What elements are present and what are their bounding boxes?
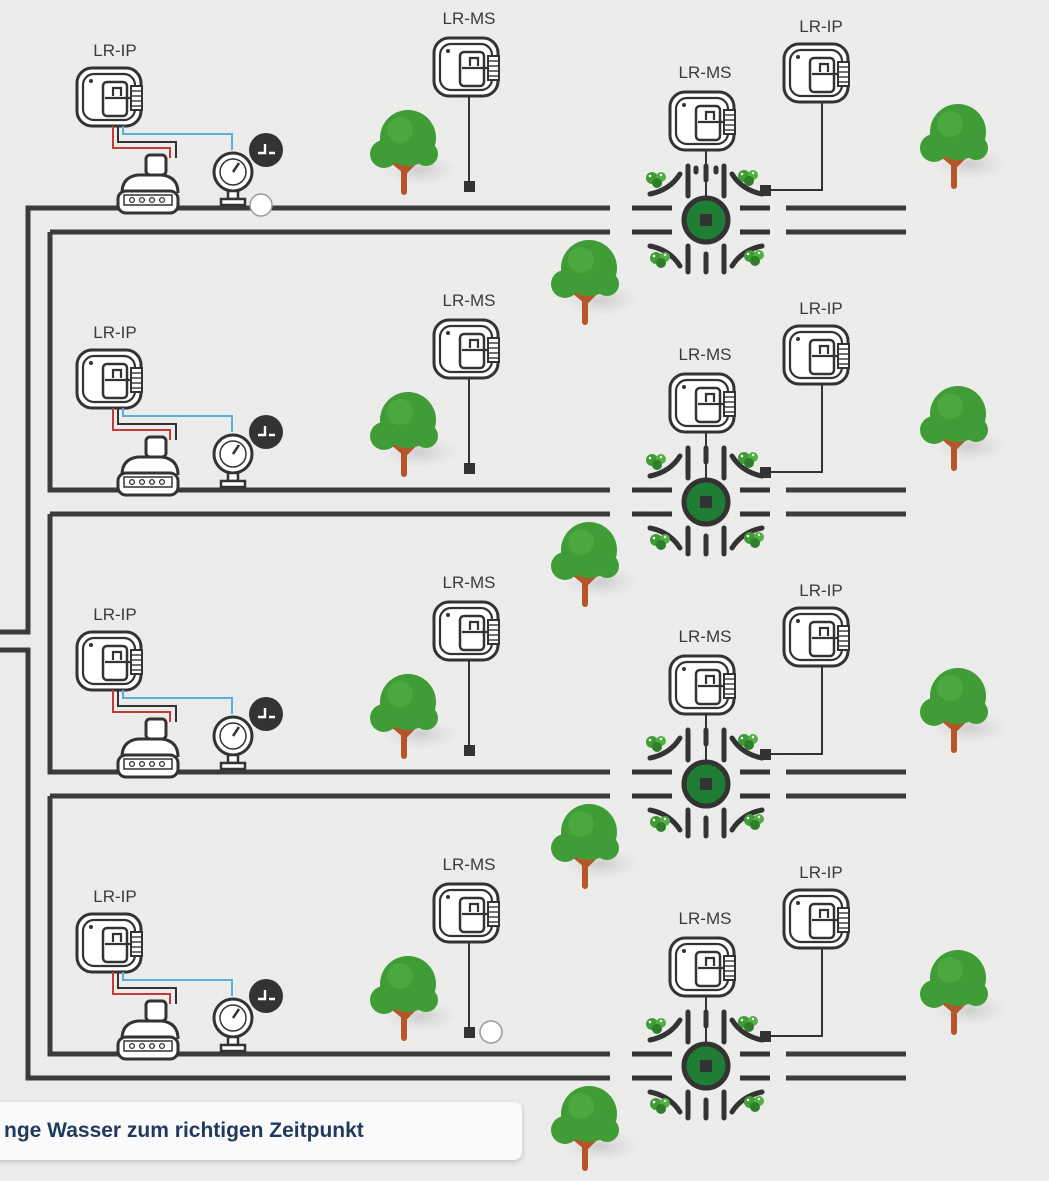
lr-ip-label: LR-IP — [799, 863, 842, 882]
lr-ip-controller — [75, 912, 144, 974]
main-trunk-pipe — [0, 205, 610, 1081]
lr-ms-controller — [432, 882, 501, 944]
row-2: LR-IP LR-MS LR-MS LR-IP — [75, 291, 1008, 604]
roundabout-icon — [632, 432, 906, 557]
lr-ip-controller — [75, 66, 144, 128]
lr-ms-controller — [432, 36, 501, 98]
caption-banner: nge Wasser zum richtigen Zeitpunkt — [0, 1102, 522, 1160]
lr-ms-label: LR-MS — [679, 345, 732, 364]
lr-ip-controller — [75, 348, 144, 410]
clock-icon — [247, 131, 285, 169]
lr-ip-controller — [782, 324, 851, 386]
lr-ms-controller — [432, 318, 501, 380]
lr-ms-label: LR-MS — [443, 9, 496, 28]
lr-ms-label: LR-MS — [443, 855, 496, 874]
lr-ms-label: LR-MS — [443, 291, 496, 310]
lr-ms-controller — [668, 936, 737, 998]
row-3: LR-IP LR-MS LR-MS LR-IP — [75, 573, 1008, 886]
clock-icon — [247, 413, 285, 451]
row-4: LR-IP LR-MS LR-MS LR-IP — [75, 855, 1008, 1168]
flow-indicator-dot[interactable] — [479, 1020, 503, 1044]
roundabout-icon — [632, 714, 906, 839]
lr-ms-label: LR-MS — [679, 909, 732, 928]
lr-ms-controller — [668, 90, 737, 152]
roundabout-icon — [632, 150, 906, 275]
lr-ms-controller — [668, 372, 737, 434]
lr-ip-controller — [75, 630, 144, 692]
lr-ms-controller — [432, 600, 501, 662]
clock-icon — [247, 695, 285, 733]
lr-ip-label: LR-IP — [799, 581, 842, 600]
lr-ip-label: LR-IP — [799, 17, 842, 36]
lr-ms-label: LR-MS — [443, 573, 496, 592]
lr-ip-label: LR-IP — [93, 605, 136, 624]
lr-ms-label: LR-MS — [679, 63, 732, 82]
lr-ms-controller — [668, 654, 737, 716]
clock-icon — [247, 977, 285, 1015]
lr-ip-controller — [782, 42, 851, 104]
lr-ms-label: LR-MS — [679, 627, 732, 646]
flow-indicator-dot[interactable] — [249, 193, 273, 217]
lr-ip-label: LR-IP — [93, 41, 136, 60]
lr-ip-label: LR-IP — [93, 887, 136, 906]
lr-ip-controller — [782, 888, 851, 950]
lr-ip-controller — [782, 606, 851, 668]
lr-ip-label: LR-IP — [93, 323, 136, 342]
roundabout-icon — [632, 996, 906, 1121]
row-1: LR-IP LR-MS LR-MS LR-IP — [75, 9, 1008, 322]
lr-ip-label: LR-IP — [799, 299, 842, 318]
